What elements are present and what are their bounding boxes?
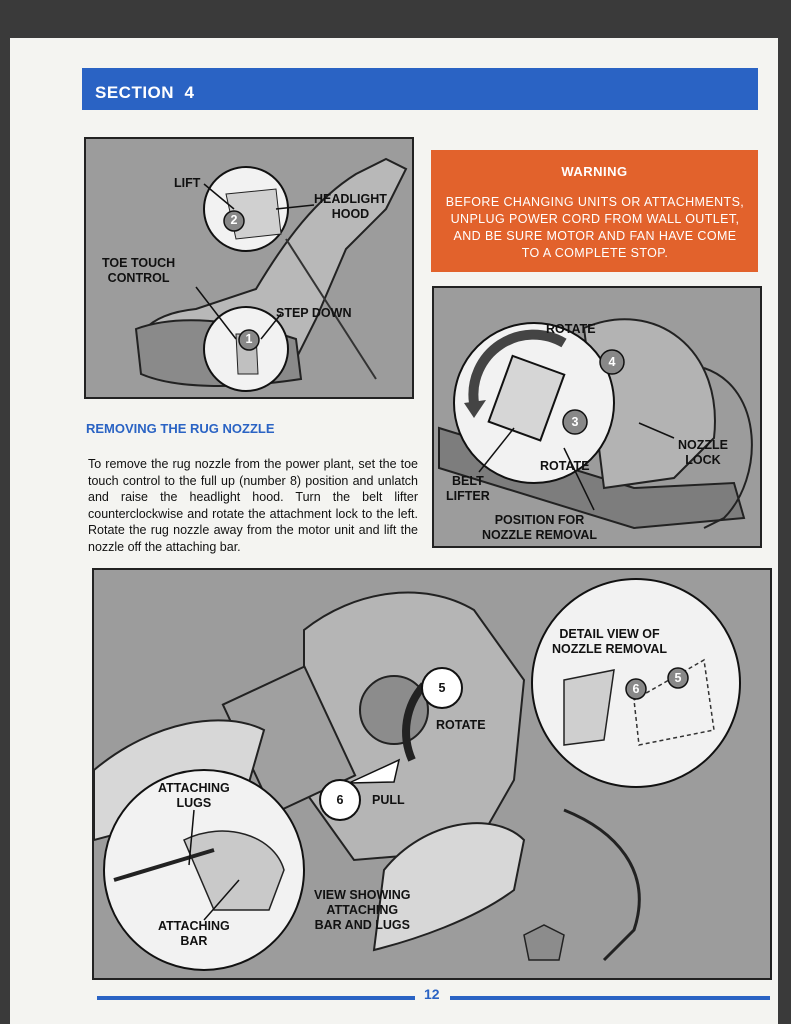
label-step-down: STEP DOWN bbox=[276, 306, 351, 321]
label-lift: LIFT bbox=[174, 176, 200, 191]
label-attaching-bar: ATTACHING BAR bbox=[158, 919, 230, 949]
step-2-marker: 2 bbox=[227, 213, 241, 228]
label-nozzle-lock: NOZZLE LOCK bbox=[678, 438, 728, 468]
instructions-body: To remove the rug nozzle from the power … bbox=[88, 456, 418, 555]
step-3-marker: 3 bbox=[568, 415, 582, 430]
step-5-marker: 5 bbox=[435, 681, 449, 696]
figure-nozzle-removal: 5 6 6 5 DETAIL VIEW OF NOZZLE REMOVAL RO… bbox=[92, 568, 772, 980]
page-number: 12 bbox=[424, 986, 440, 1002]
label-view-showing: VIEW SHOWING ATTACHING BAR AND LUGS bbox=[314, 888, 411, 933]
label-rotate-bottom: ROTATE bbox=[540, 459, 590, 474]
step-4-marker: 4 bbox=[605, 355, 619, 370]
detail-step-5-marker: 5 bbox=[671, 671, 685, 686]
label-rotate: ROTATE bbox=[436, 718, 486, 733]
label-attaching-lugs: ATTACHING LUGS bbox=[158, 781, 230, 811]
label-rotate-top: ROTATE bbox=[546, 322, 596, 337]
instructions-heading: REMOVING THE RUG NOZZLE bbox=[86, 421, 275, 436]
detail-step-6-marker: 6 bbox=[629, 682, 643, 697]
step-1-marker: 1 bbox=[242, 332, 256, 347]
warning-title: WARNING bbox=[431, 164, 758, 179]
warning-box: WARNING BEFORE CHANGING UNITS OR ATTACHM… bbox=[431, 150, 758, 272]
step-6-marker: 6 bbox=[333, 793, 347, 808]
label-detail-view: DETAIL VIEW OF NOZZLE REMOVAL bbox=[552, 627, 667, 657]
figure-toe-touch-headlight: 2 1 LIFT HEADLIGHT HOOD TOE TOUCH CONTRO… bbox=[84, 137, 414, 399]
figure-belt-lifter-nozzle-lock: 3 4 ROTATE ROTATE NOZZLE LOCK BELT LIFTE… bbox=[432, 286, 762, 548]
label-toe-touch-control: TOE TOUCH CONTROL bbox=[102, 256, 175, 286]
figure-2-illustration bbox=[434, 288, 762, 548]
warning-text: BEFORE CHANGING UNITS OR ATTACHMENTS, UN… bbox=[443, 194, 747, 262]
section-title: SECTION 4 bbox=[95, 83, 194, 103]
label-headlight-hood: HEADLIGHT HOOD bbox=[314, 192, 387, 222]
footer-rule-right bbox=[450, 996, 770, 1000]
label-belt-lifter: BELT LIFTER bbox=[446, 474, 490, 504]
label-pull: PULL bbox=[372, 793, 405, 808]
footer-rule-left bbox=[97, 996, 415, 1000]
label-position-for-nozzle-removal: POSITION FOR NOZZLE REMOVAL bbox=[482, 513, 597, 543]
